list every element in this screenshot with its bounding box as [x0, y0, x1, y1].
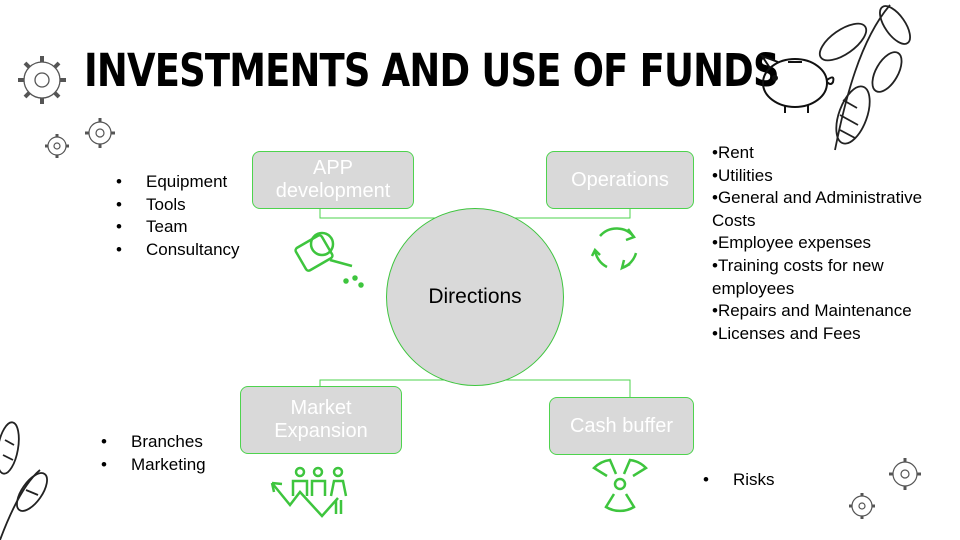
- list-item: Team: [116, 216, 240, 239]
- list-item: Marketing: [101, 454, 206, 477]
- list-item: Risks: [703, 469, 775, 492]
- directions-label: Directions: [428, 285, 522, 308]
- cash-buffer-list: Risks: [703, 469, 775, 492]
- app-development-box: APP development: [252, 151, 414, 209]
- gear-icon: [18, 56, 66, 104]
- page-title: INVESTMENTS AND USE OF FUNDS: [84, 44, 780, 97]
- cash-buffer-box: Cash buffer: [549, 397, 694, 455]
- cash-buffer-label: Cash buffer: [569, 414, 674, 437]
- list-item: •Training costs for new employees: [712, 255, 884, 298]
- list-item: •Licenses and Fees: [712, 323, 861, 343]
- directions-circle: Directions: [386, 208, 564, 386]
- operations-box: Operations: [546, 151, 694, 209]
- market-expansion-box: Market Expansion: [240, 386, 402, 454]
- list-item: •General and Administrative Costs: [712, 188, 923, 230]
- list-item: Branches: [101, 431, 206, 454]
- market-expansion-label: Market Expansion: [274, 397, 368, 442]
- operations-list: •Rent •Utilities •General and Administra…: [712, 142, 952, 345]
- piggy-bank-icon: [759, 53, 835, 113]
- leaf-icon: [818, 4, 911, 151]
- app-development-label: APP development: [275, 157, 391, 202]
- market-expansion-list: Branches Marketing: [101, 431, 206, 476]
- recycle-icon: [590, 227, 638, 271]
- list-item: •Rent: [712, 143, 754, 162]
- watering-can-icon: [294, 231, 364, 288]
- list-item: Equipment: [116, 171, 240, 194]
- list-item: Consultancy: [116, 239, 240, 262]
- list-item: •Utilities: [712, 165, 773, 185]
- radiation-icon: [592, 458, 648, 513]
- leaf-icon: [0, 421, 48, 540]
- operations-label: Operations: [571, 168, 669, 191]
- people-growth-icon: [270, 466, 348, 518]
- app-development-list: Equipment Tools Team Consultancy: [116, 171, 240, 261]
- list-item: Tools: [116, 194, 240, 217]
- list-item: •Employee expenses: [712, 233, 872, 253]
- gear-icon: [45, 118, 921, 519]
- list-item: •Repairs and Maintenance: [712, 301, 912, 321]
